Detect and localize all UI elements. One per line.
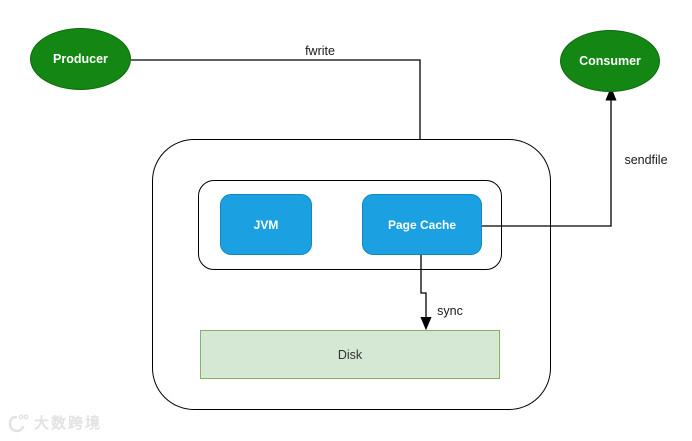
fwrite-connector <box>131 59 421 139</box>
watermark-text: 大数跨境 <box>34 415 103 432</box>
jvm-node: JVM <box>220 194 312 255</box>
watermark: 大数跨境 <box>8 412 102 433</box>
outer-boundary-box <box>152 139 551 410</box>
consumer-label: Consumer <box>579 54 641 68</box>
sendfile-edge-label: sendfile <box>622 153 670 167</box>
sync-edge-label: sync <box>435 304 465 318</box>
page-cache-node: Page Cache <box>362 194 482 255</box>
consumer-node: Consumer <box>560 30 660 92</box>
watermark-logo-icon <box>8 414 29 432</box>
producer-label: Producer <box>53 52 108 66</box>
producer-node: Producer <box>30 28 131 90</box>
jvm-label: JVM <box>253 217 279 232</box>
inner-boundary-box <box>198 180 502 270</box>
disk-label: Disk <box>337 347 363 362</box>
fwrite-edge-label: fwrite <box>303 44 337 58</box>
page-cache-label: Page Cache <box>387 217 457 232</box>
disk-node: Disk <box>200 330 500 379</box>
